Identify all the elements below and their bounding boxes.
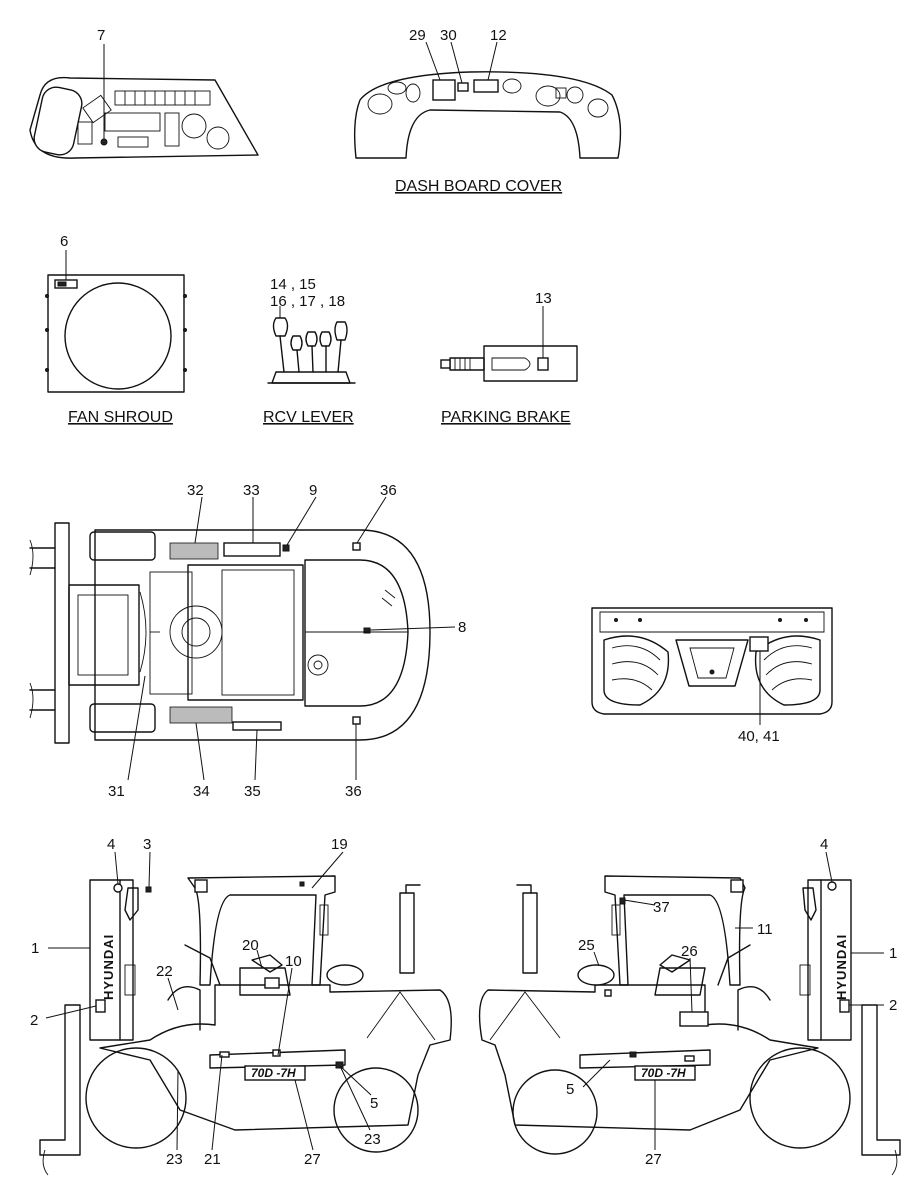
label-25: 25 <box>578 937 595 954</box>
rcv-lever <box>267 317 356 384</box>
label-31: 31 <box>108 783 125 800</box>
label-4-right: 4 <box>820 836 828 853</box>
fan-shroud <box>45 274 187 393</box>
label-1-right: 1 <box>889 945 897 962</box>
instrument-panel <box>29 76 259 159</box>
label-7: 7 <box>97 27 105 44</box>
label-37: 37 <box>653 899 670 916</box>
caption-parking-brake: PARKING BRAKE <box>441 409 571 426</box>
label-27-left: 27 <box>304 1151 321 1168</box>
label-36-top: 36 <box>380 482 397 499</box>
right-side-view: 70D -7H HYUNDAI <box>478 875 901 1176</box>
label-5-right: 5 <box>566 1081 574 1098</box>
left-side-view: 70D -7H HYUNDAI <box>39 875 452 1176</box>
label-23-right: 23 <box>364 1131 381 1148</box>
label-32: 32 <box>187 482 204 499</box>
label-1-left: 1 <box>31 940 39 957</box>
label-19: 19 <box>331 836 348 853</box>
label-2-left: 2 <box>30 1012 38 1029</box>
label-36-bottom: 36 <box>345 783 362 800</box>
label-8: 8 <box>458 619 466 636</box>
label-27-right: 27 <box>645 1151 662 1168</box>
label-12: 12 <box>490 27 507 44</box>
caption-dash-board-cover: DASH BOARD COVER <box>395 178 562 195</box>
label-29: 29 <box>409 27 426 44</box>
brand-decal-left: HYUNDAI <box>101 934 116 1000</box>
brand-decal-right: HYUNDAI <box>834 934 849 1000</box>
label-33: 33 <box>243 482 260 499</box>
label-3: 3 <box>143 836 151 853</box>
label-40-41: 40, 41 <box>738 728 780 745</box>
label-35: 35 <box>244 783 261 800</box>
label-6: 6 <box>60 233 68 250</box>
parking-brake <box>440 345 578 382</box>
label-9: 9 <box>309 482 317 499</box>
dash-board-cover <box>353 71 622 159</box>
label-5-left: 5 <box>370 1095 378 1112</box>
model-decal-left: 70D -7H <box>251 1066 296 1080</box>
label-10: 10 <box>285 953 302 970</box>
label-11: 11 <box>757 921 773 938</box>
label-34: 34 <box>193 783 210 800</box>
label-20: 20 <box>242 937 259 954</box>
label-21: 21 <box>204 1151 221 1168</box>
rear-view <box>591 607 833 715</box>
model-decal-right: 70D -7H <box>641 1066 686 1080</box>
label-13: 13 <box>535 290 552 307</box>
label-23-left: 23 <box>166 1151 183 1168</box>
label-2-right: 2 <box>889 997 897 1014</box>
caption-rcv-lever: RCV LEVER <box>263 409 354 426</box>
label-14-15: 14 , 15 <box>270 276 316 293</box>
label-30: 30 <box>440 27 457 44</box>
caption-fan-shroud: FAN SHROUD <box>68 409 173 426</box>
top-view-forklift <box>29 522 431 744</box>
label-4-left: 4 <box>107 836 115 853</box>
label-26: 26 <box>681 943 698 960</box>
label-16-17-18: 16 , 17 , 18 <box>270 293 345 310</box>
label-22: 22 <box>156 963 173 980</box>
